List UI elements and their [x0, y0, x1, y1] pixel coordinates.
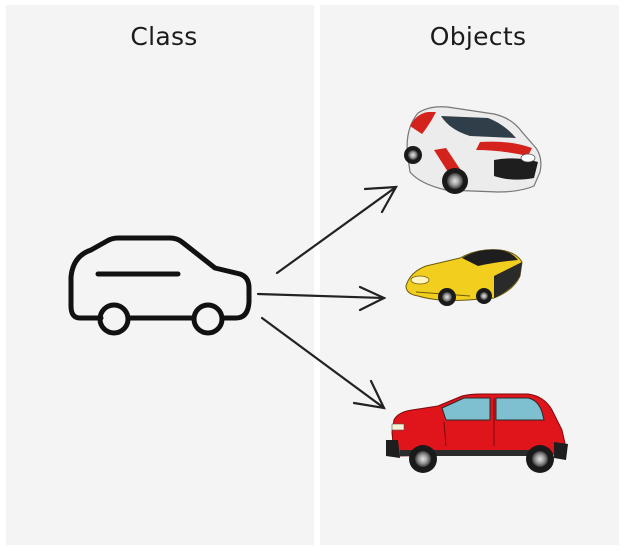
- hatchback-icon: [386, 393, 568, 473]
- car-outline-icon: [68, 235, 252, 336]
- arrow-to-sports-car: [256, 285, 387, 312]
- objects-heading: Objects: [429, 22, 527, 51]
- rally-car-icon: [404, 106, 542, 194]
- arrow-to-rally-car: [275, 185, 398, 275]
- arrow-to-hatchback: [260, 316, 386, 410]
- sports-car-icon: [405, 249, 523, 306]
- class-heading: Class: [130, 22, 198, 51]
